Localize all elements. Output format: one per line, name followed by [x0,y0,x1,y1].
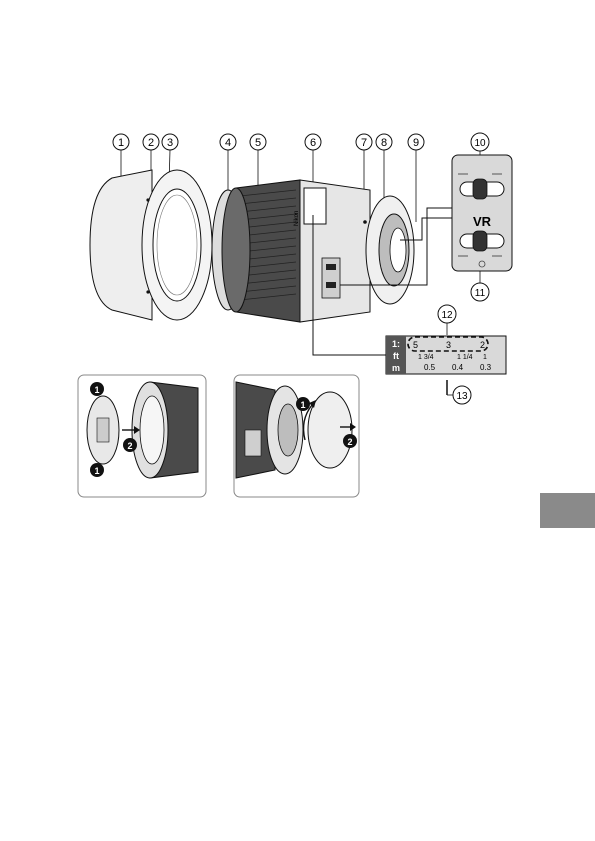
svg-text:6: 6 [310,137,316,149]
svg-text:VR: VR [473,214,492,229]
svg-text:3: 3 [167,137,173,149]
mounting-index [363,220,367,224]
svg-text:2: 2 [480,340,485,350]
svg-text:12: 12 [441,310,453,321]
svg-text:2: 2 [347,437,352,447]
svg-text:1 3/4: 1 3/4 [418,354,434,361]
svg-text:4: 4 [225,137,231,149]
distance-scale-window [304,188,326,224]
svg-text:0.4: 0.4 [452,363,464,372]
svg-text:1: 1 [94,385,99,395]
lens-hood [90,170,212,320]
svg-text:1: 1 [483,354,487,361]
callout-12: 12 [438,305,456,335]
svg-text:9: 9 [413,137,419,149]
svg-text:1 1/4: 1 1/4 [457,354,473,361]
vr-switch-panel: VR [452,155,512,271]
svg-text:2: 2 [127,441,132,451]
distance-scale-panel: 1: ft m 5 3 2 1 3/4 1 1/4 1 0.5 0.4 0.3 [386,336,506,374]
svg-text:0.3: 0.3 [480,363,492,372]
callout-9: 9 [408,134,424,222]
svg-text:ft: ft [393,351,399,361]
svg-text:1:: 1: [392,339,400,349]
svg-text:2: 2 [148,137,154,149]
svg-text:0.5: 0.5 [424,363,436,372]
svg-text:10: 10 [474,138,486,149]
svg-text:8: 8 [381,137,387,149]
svg-text:7: 7 [361,137,367,149]
front-cap-inset: 1 2 1 [78,375,206,497]
svg-text:1: 1 [94,466,99,476]
svg-text:3: 3 [446,340,451,350]
callout-7: 7 [356,134,372,195]
callout-13: 13 [447,380,471,404]
svg-text:Nikon: Nikon [294,211,300,226]
svg-text:5: 5 [413,340,418,350]
svg-text:11: 11 [475,288,486,299]
callout-4: 4 [220,134,236,195]
svg-text:13: 13 [456,391,468,402]
svg-text:1: 1 [118,137,124,149]
svg-text:m: m [392,363,400,373]
hood-mount-index [146,198,149,201]
svg-text:5: 5 [255,137,261,149]
rear-cap-inset: 1 2 [234,375,359,497]
svg-text:1: 1 [300,400,305,410]
